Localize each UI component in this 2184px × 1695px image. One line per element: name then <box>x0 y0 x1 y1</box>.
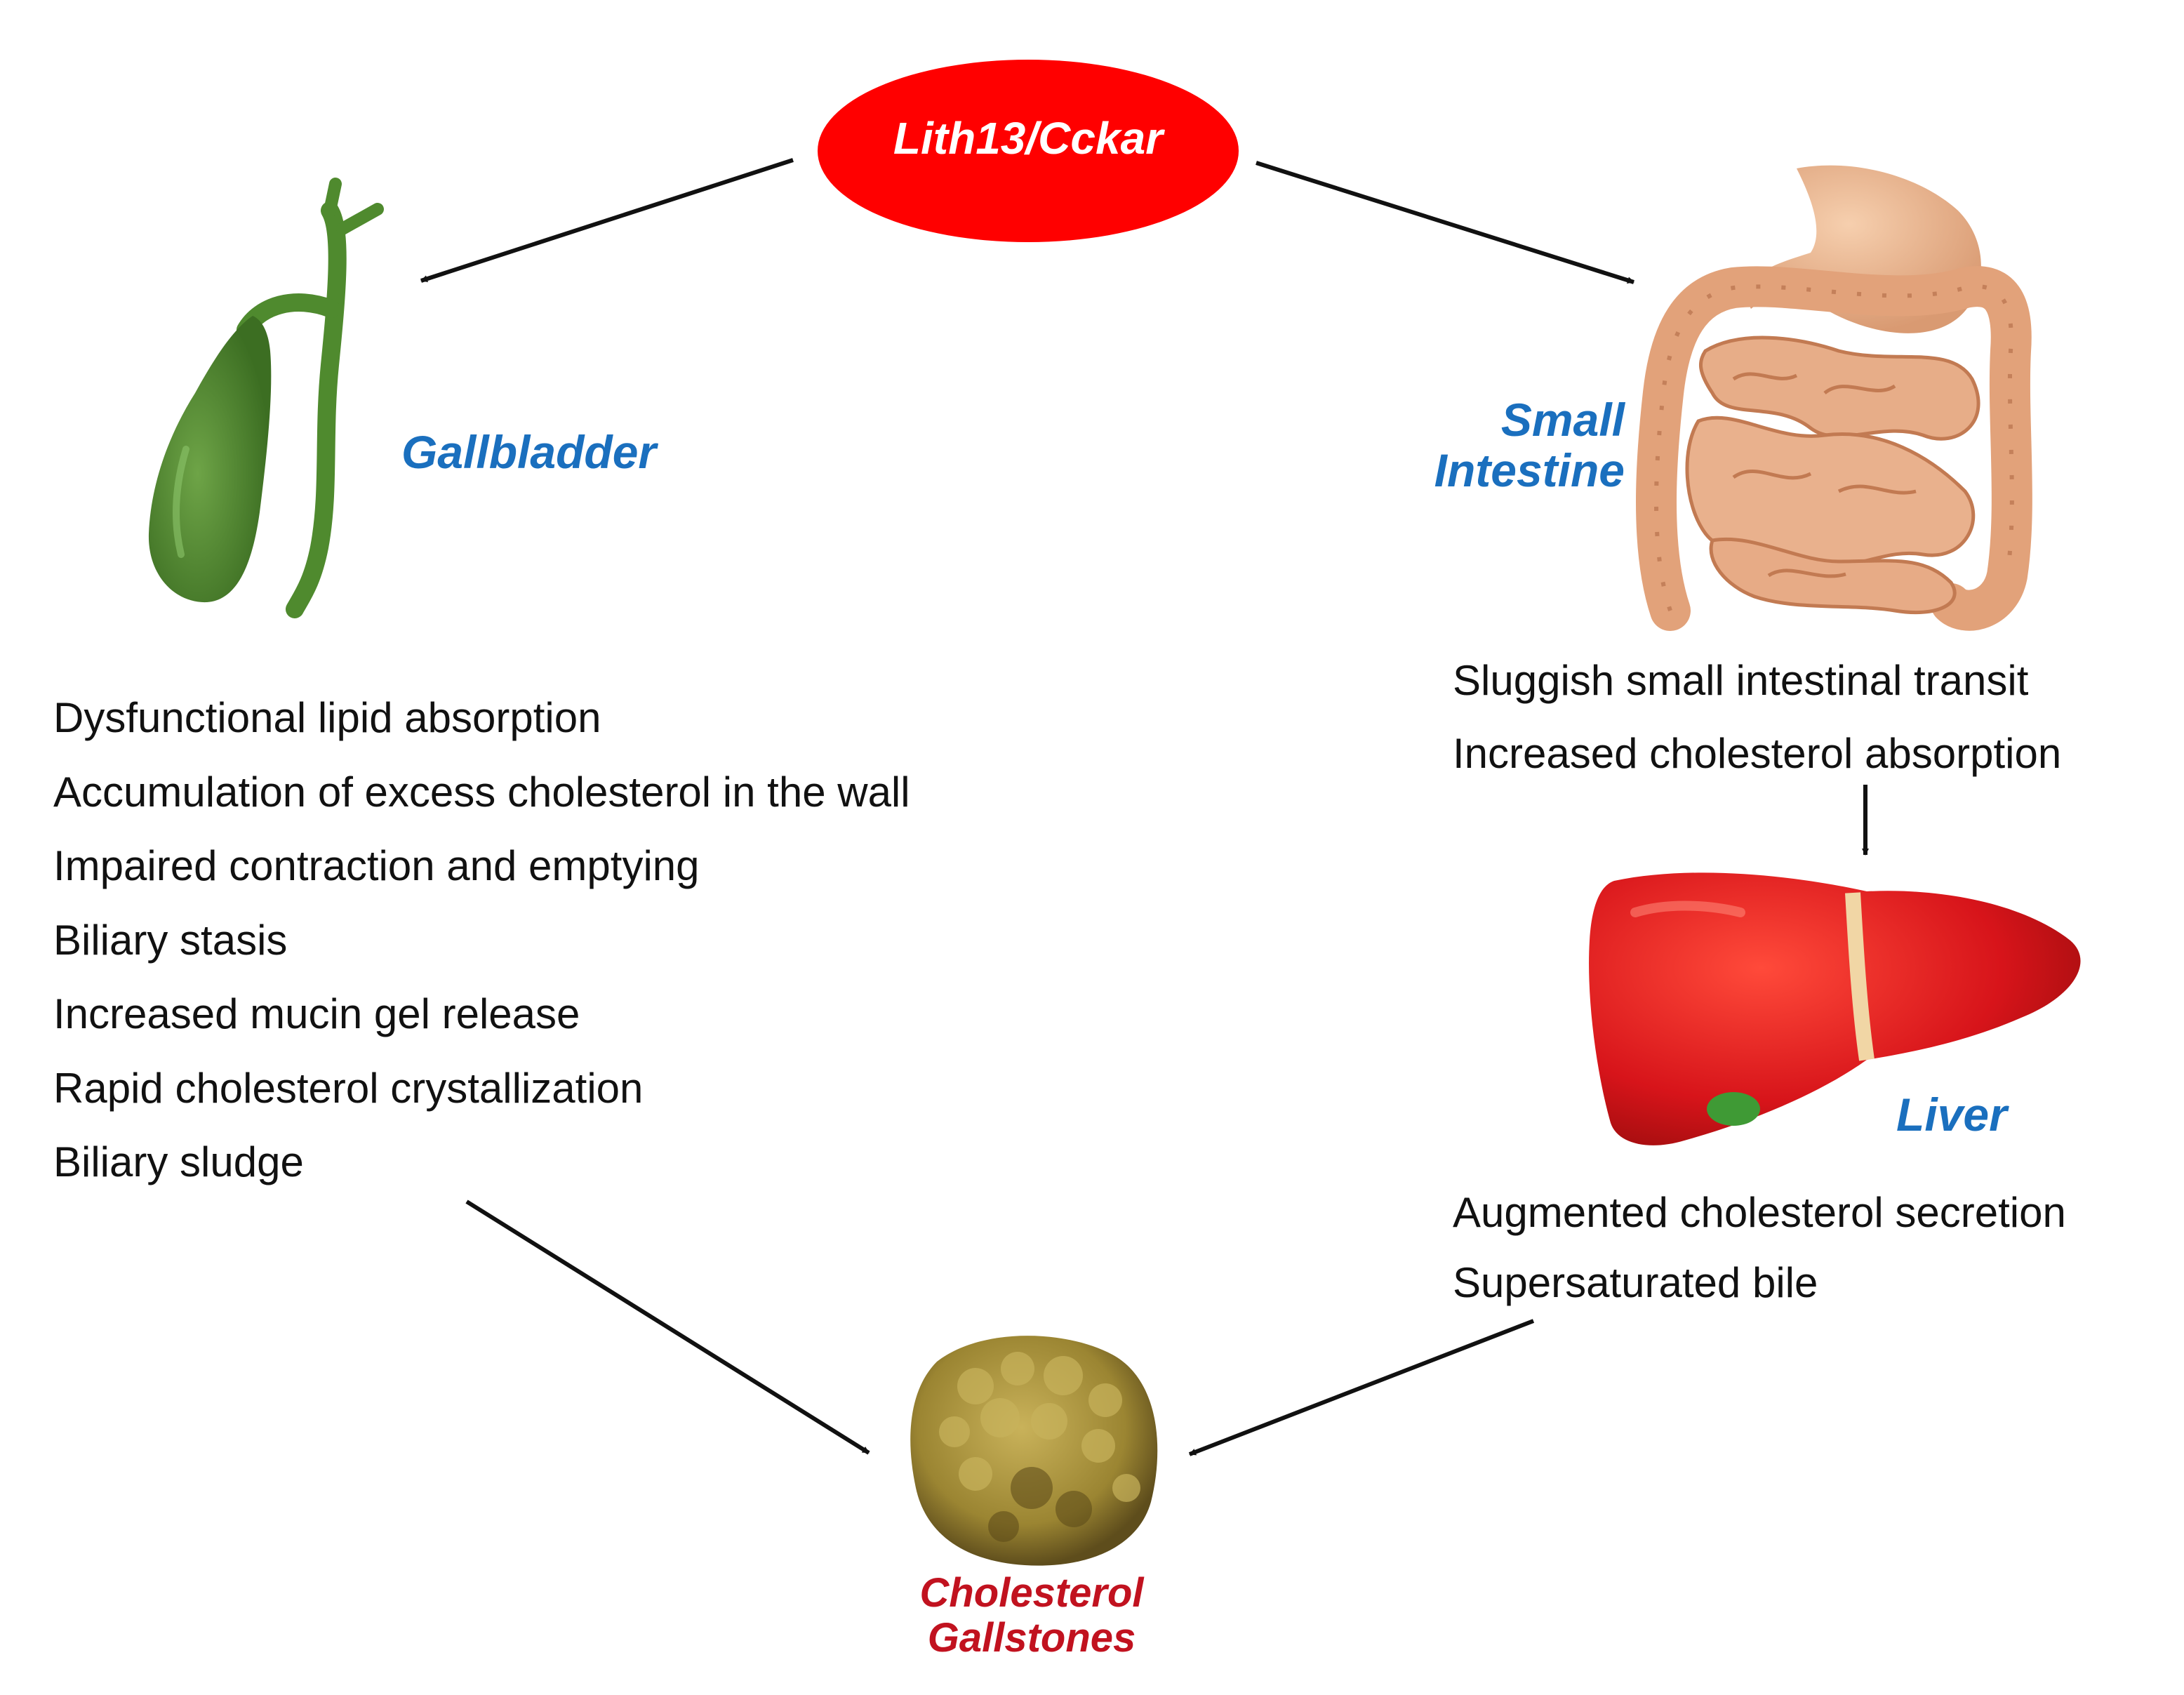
hub-label: Lith13/Cckar <box>893 113 1164 164</box>
gallbladder-label: Gallbladder <box>401 426 657 478</box>
hub-node <box>818 60 1239 242</box>
list-item: Rapid cholesterol crystallization <box>53 1064 644 1112</box>
arrow-liver-to-gallstones <box>1188 1319 1535 1456</box>
gallstones-label-line2: Gallstones <box>927 1615 1136 1661</box>
arrow-hub-to-intestine <box>1256 161 1634 284</box>
gallstones-label: Cholesterol Gallstones <box>849 1571 1214 1661</box>
list-item: Augmented cholesterol secretion <box>1453 1189 2066 1236</box>
list-item: Biliary stasis <box>53 916 288 964</box>
list-item: Increased cholesterol absorption <box>1453 730 2062 777</box>
liver-label: Liver <box>1896 1089 2007 1141</box>
small-intestine-effects-list: Sluggish small intestinal transit Increa… <box>1453 660 2061 806</box>
list-item: Sluggish small intestinal transit <box>1453 657 2029 704</box>
gallstones-label-line1: Cholesterol <box>919 1570 1144 1616</box>
list-item: Impaired contraction and emptying <box>53 842 700 889</box>
small-intestine-label-line1: Small <box>1500 394 1625 446</box>
arrow-hub-to-gallbladder <box>420 158 794 283</box>
arrow-gallbladder-to-gallstones <box>465 1199 870 1455</box>
liver-image <box>1589 872 2081 1145</box>
gallbladder-image <box>148 178 384 618</box>
liver-effects-list: Augmented cholesterol secretion Supersat… <box>1453 1192 2066 1332</box>
list-item: Dysfunctional lipid absorption <box>53 694 601 741</box>
intestine-image <box>1636 165 2032 631</box>
small-intestine-label-line2: Intestine <box>1434 444 1625 496</box>
gallbladder-effects-list: Dysfunctional lipid absorption Accumulat… <box>53 697 910 1216</box>
gallstone-image <box>910 1336 1158 1566</box>
list-item: Increased mucin gel release <box>53 990 580 1037</box>
small-intestine-label: Small Intestine <box>1407 394 1625 496</box>
list-item: Biliary sludge <box>53 1138 304 1185</box>
list-item: Accumulation of excess cholesterol in th… <box>53 768 910 816</box>
list-item: Supersaturated bile <box>1453 1259 1818 1306</box>
